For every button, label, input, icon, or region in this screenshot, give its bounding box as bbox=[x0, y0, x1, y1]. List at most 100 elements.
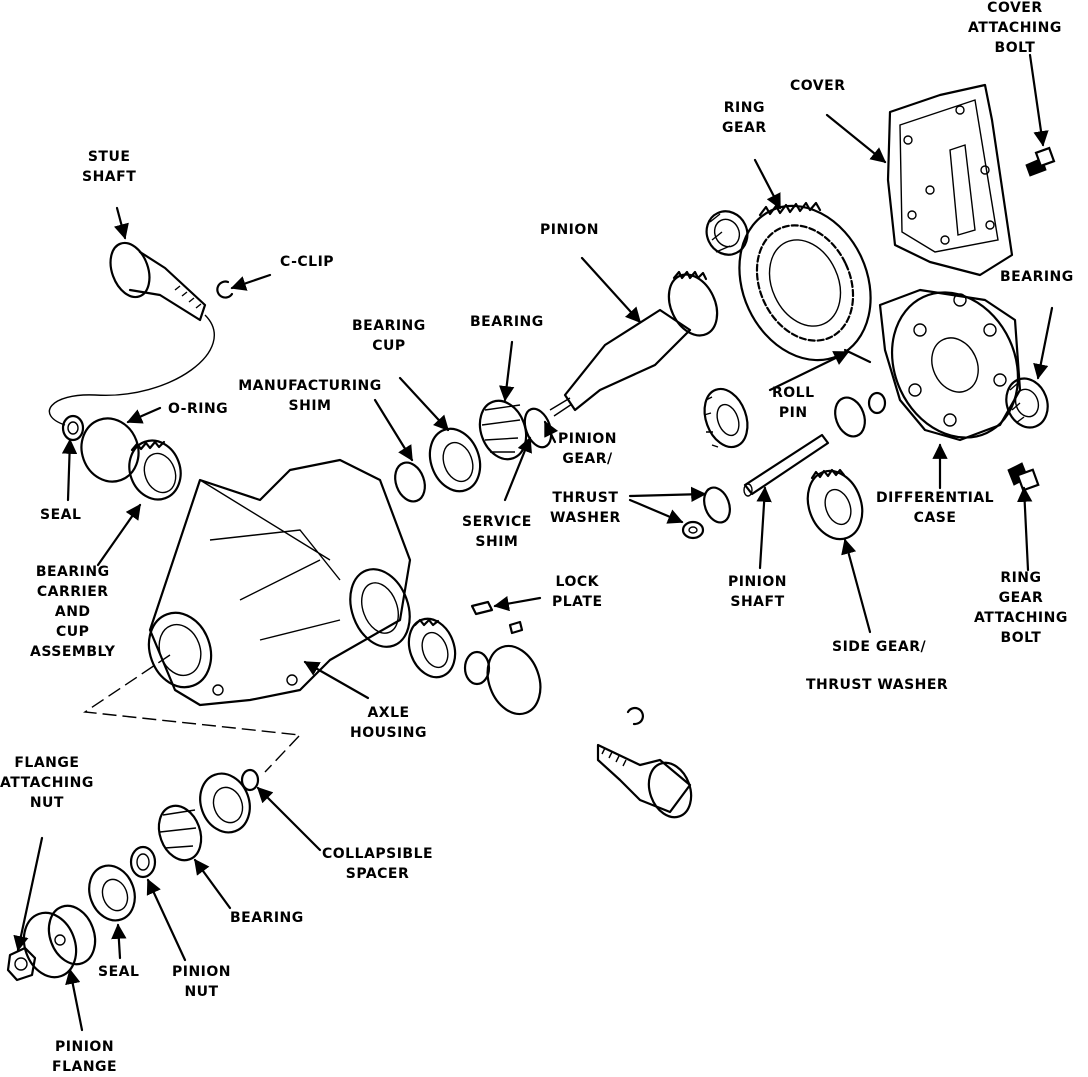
stub-shaft-part bbox=[48, 241, 215, 426]
label-line: AND bbox=[54, 604, 91, 620]
label-line: SEAL bbox=[40, 507, 82, 523]
label-lock-plate: LOCK PLATE bbox=[552, 572, 603, 612]
label-manufacturing-shim: MANUFACTURING SHIM bbox=[232, 376, 388, 416]
label-line: MANUFACTURING bbox=[238, 378, 382, 394]
manufacturing-shim-part bbox=[394, 461, 426, 503]
label-line: O-RING bbox=[168, 401, 229, 417]
label-line: GEAR/ bbox=[562, 451, 613, 467]
cover-bolt-part bbox=[1025, 146, 1056, 177]
ring-gear-part bbox=[738, 201, 872, 362]
bearing-carrier-part bbox=[128, 439, 182, 501]
label-line: PINION bbox=[55, 1039, 115, 1055]
label-line: BEARING bbox=[230, 910, 304, 926]
differential-case-part bbox=[878, 288, 1022, 442]
label-line: C-CLIP bbox=[280, 254, 335, 270]
pinion-shaft-part bbox=[743, 433, 830, 497]
label-bearing-bottom: BEARING bbox=[230, 908, 304, 928]
label-line: NUT bbox=[29, 795, 64, 811]
label-line: CARRIER bbox=[36, 584, 109, 600]
label-line: ATTACHING bbox=[968, 20, 1062, 36]
bottom-bearing-part bbox=[157, 804, 203, 862]
pinion-part bbox=[549, 270, 719, 417]
label-line: CUP bbox=[372, 338, 406, 354]
group-bracket bbox=[83, 654, 302, 773]
label-pinion: PINION bbox=[540, 220, 599, 240]
pinion-nut-part bbox=[129, 845, 157, 879]
label-seal-left: SEAL bbox=[40, 505, 81, 525]
label-cover-attaching-bolt: COVER ATTACHING BOLT bbox=[968, 0, 1062, 58]
label-line: THRUST bbox=[552, 490, 619, 506]
label-line: BEARING bbox=[352, 318, 426, 334]
bottom-cup-part bbox=[199, 772, 251, 834]
lower-stub-shaft-part bbox=[596, 706, 693, 819]
label-line: SPACER bbox=[345, 866, 410, 882]
label-line: SHAFT bbox=[730, 594, 785, 610]
label-line: PINION bbox=[558, 431, 618, 447]
label-thrust-washer: THRUST WASHER bbox=[550, 488, 621, 528]
label-bearing-cup: BEARING CUP bbox=[352, 316, 426, 356]
label-line: NUT bbox=[184, 984, 219, 1000]
label-line: GEAR bbox=[722, 120, 767, 136]
label-line: COVER bbox=[987, 0, 1043, 16]
label-bearing-right: BEARING bbox=[1000, 267, 1074, 287]
collapsible-spacer-part bbox=[240, 768, 260, 792]
side-gear-part bbox=[806, 468, 864, 541]
label-line: THRUST WASHER bbox=[806, 677, 949, 693]
label-line: PIN bbox=[778, 405, 808, 421]
label-line: HOUSING bbox=[350, 725, 427, 741]
bottom-seal-part bbox=[88, 864, 136, 922]
c-clip-part bbox=[216, 280, 234, 299]
label-line: ASSEMBLY bbox=[30, 644, 116, 660]
label-line: FLANGE bbox=[14, 755, 80, 771]
label-line: PINION bbox=[540, 222, 600, 238]
label-pinion-flange: PINION FLANGE bbox=[52, 1037, 117, 1077]
label-bearing-top: BEARING bbox=[470, 312, 544, 332]
label-thrust-washer-2: THRUST WASHER bbox=[806, 675, 948, 695]
seal-part bbox=[61, 414, 85, 442]
label-line: SHIM bbox=[288, 398, 332, 414]
pinion-flange-part bbox=[22, 904, 97, 979]
bearing-cup-part bbox=[428, 427, 482, 493]
label-line: STUE bbox=[87, 149, 131, 165]
cover-part bbox=[886, 83, 1014, 277]
label-line: SIDE GEAR/ bbox=[832, 639, 927, 655]
label-cover: COVER bbox=[790, 76, 845, 96]
label-seal-bottom: SEAL bbox=[98, 962, 139, 982]
side-pinion-gear-part bbox=[834, 391, 887, 438]
lock-plate-part bbox=[470, 600, 524, 635]
label-line: BOLT bbox=[1000, 630, 1042, 646]
label-line: GEAR bbox=[998, 590, 1044, 606]
label-line: BEARING bbox=[35, 564, 110, 580]
label-line: PLATE bbox=[552, 594, 603, 610]
pinion-gear-part bbox=[703, 387, 749, 449]
ring-gear-bolt-part bbox=[1007, 462, 1040, 492]
side-bearing-part bbox=[407, 617, 457, 679]
label-line: BEARING bbox=[470, 314, 544, 330]
label-line: BEARING bbox=[1000, 269, 1074, 285]
label-line: BOLT bbox=[994, 40, 1036, 56]
label-line: SERVICE bbox=[462, 514, 532, 530]
axle-housing-part bbox=[147, 458, 412, 707]
label-line: PINION bbox=[172, 964, 232, 980]
label-line: SHIM bbox=[475, 534, 519, 550]
bearing-right-part bbox=[1005, 377, 1049, 429]
label-bearing-carrier: BEARING CARRIER AND CUP ASSEMBLY bbox=[30, 562, 115, 662]
label-line: LOCK bbox=[555, 574, 599, 590]
label-line: FLANGE bbox=[52, 1059, 118, 1075]
label-line: CUP bbox=[56, 624, 90, 640]
label-line: RING bbox=[1000, 570, 1042, 586]
label-line: ATTACHING bbox=[0, 775, 94, 791]
label-line: WASHER bbox=[550, 510, 621, 526]
lower-cup-part bbox=[463, 650, 491, 686]
label-pinion-nut: PINION NUT bbox=[172, 962, 231, 1002]
lower-o-ring-part bbox=[486, 644, 542, 716]
